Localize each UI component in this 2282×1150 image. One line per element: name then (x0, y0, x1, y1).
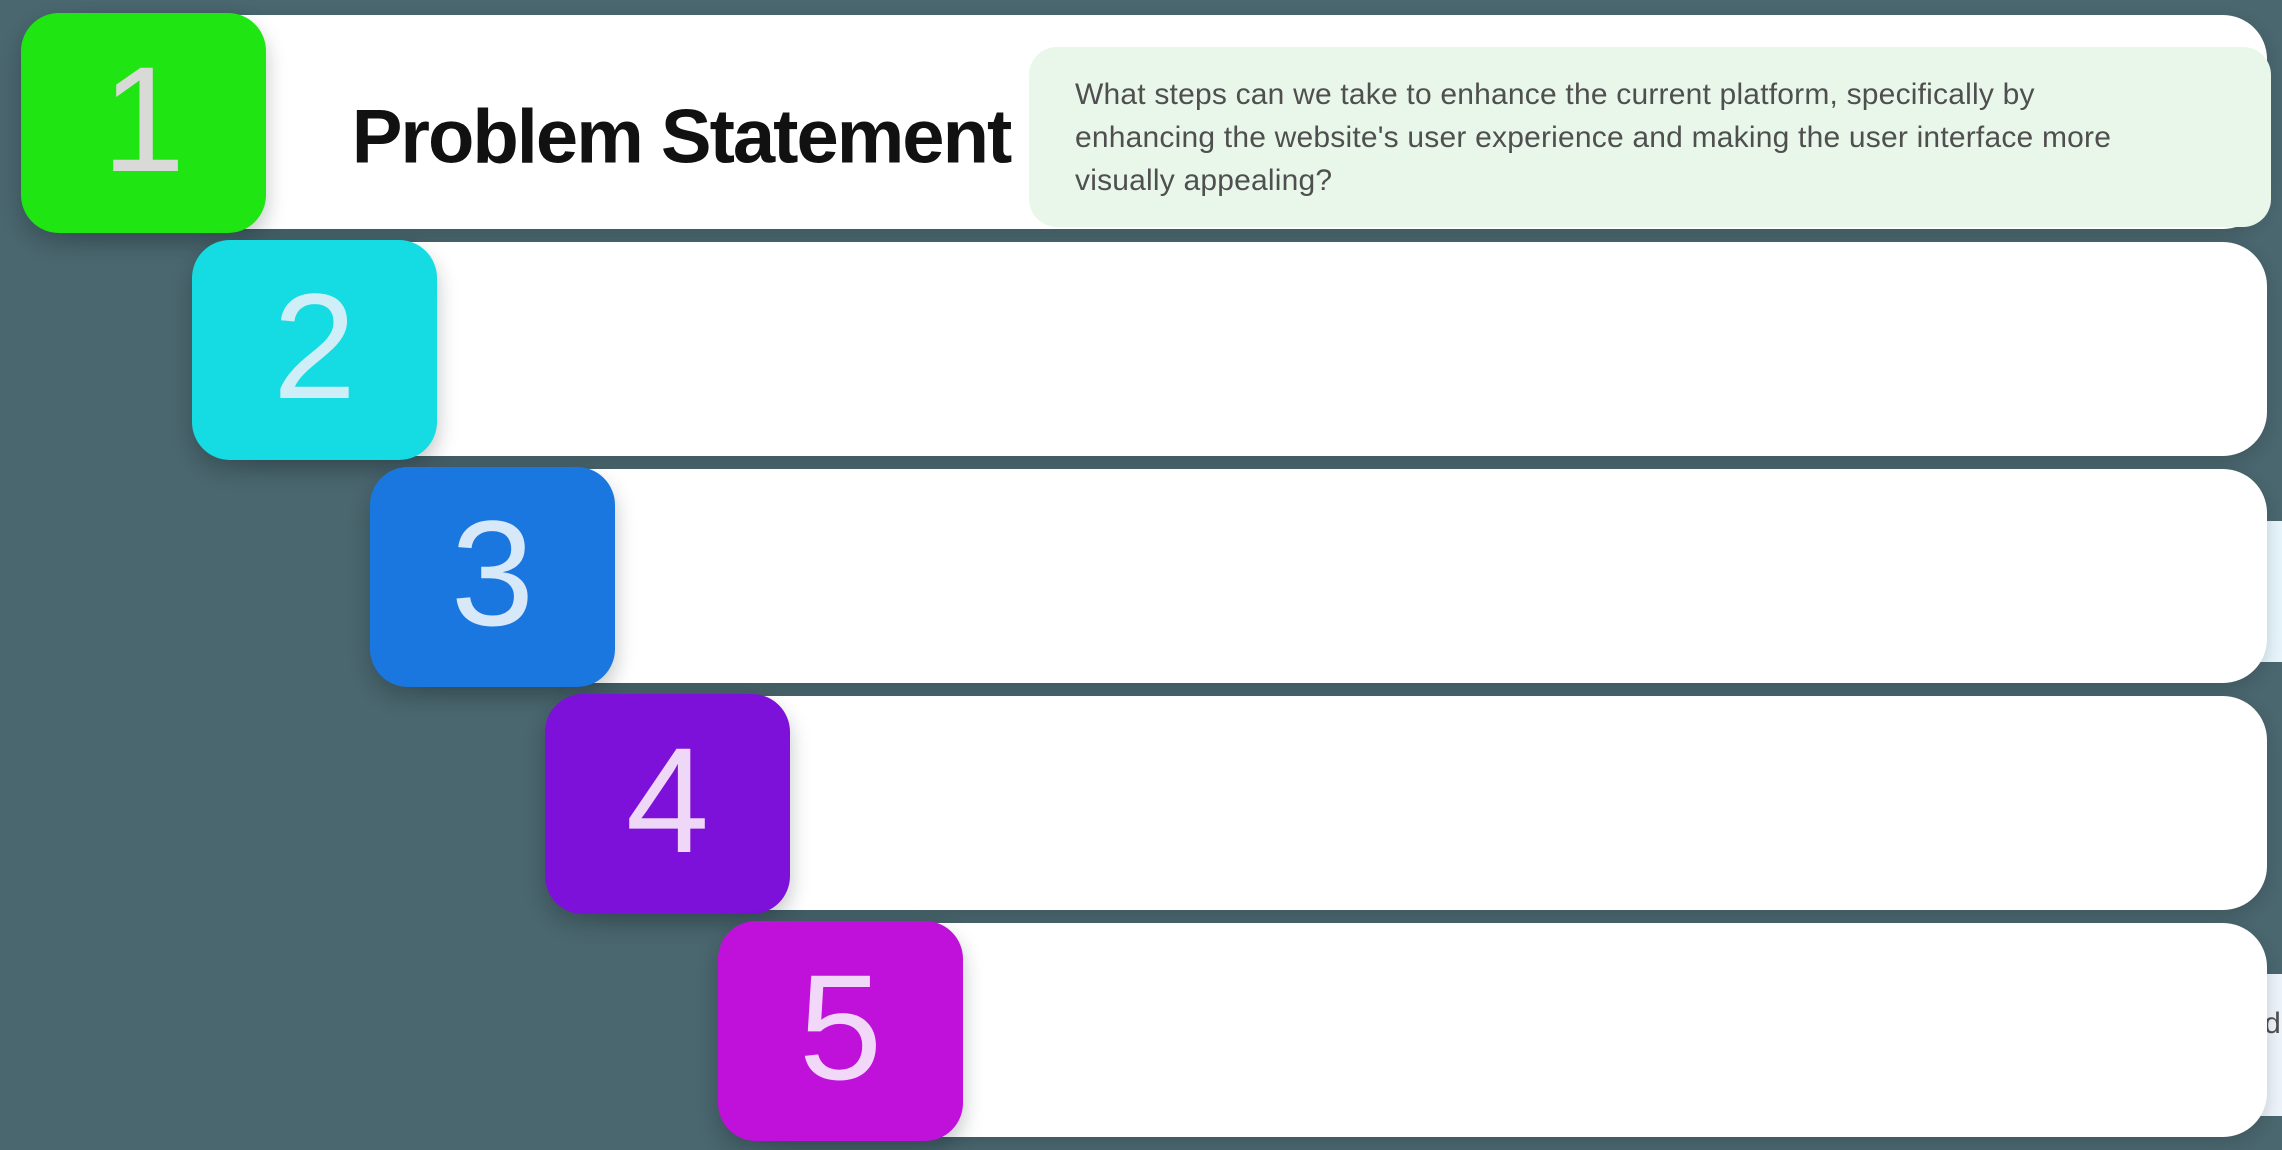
step-number: 5 (798, 943, 883, 1111)
step-card: Prototyping Assembling everything in a c… (575, 696, 2267, 923)
step-number-badge: 3 (370, 467, 615, 687)
step-description: What companies or entities are our rival… (1196, 553, 2261, 630)
step-card: Testing Testing, getting feedback & iter… (748, 923, 2267, 1137)
step-number-badge: 1 (21, 13, 266, 233)
step-number-badge: 5 (718, 921, 963, 1141)
step-number-badge: 4 (545, 694, 790, 914)
step-title: Designing (1089, 1010, 1373, 1080)
step-number: 2 (272, 262, 357, 430)
step-number: 1 (101, 35, 186, 203)
step-description: Visualizing our concepts by eliminating … (1481, 1007, 2282, 1083)
step-description: What steps can we take to enhance the cu… (1075, 77, 2112, 197)
step-title: Researching (742, 556, 1095, 626)
step-description-box: What steps can we take to enhance the cu… (1029, 47, 2271, 227)
step-description-box: Visualizing our concepts by eliminating … (1435, 974, 2282, 1116)
step-number: 3 (450, 489, 535, 657)
step-number-badge: 2 (192, 240, 437, 460)
step-number: 4 (625, 716, 710, 884)
step-card: Researching What companies or entities a… (222, 242, 2282, 662)
step-title: Problem Statement (351, 94, 1013, 180)
step-card: Designing Visualizing our concepts by el… (400, 469, 2282, 1116)
step-card: Problem Statement What steps can we take… (51, 15, 2271, 242)
step-description-box: What companies or entities are our rival… (1150, 521, 2282, 662)
